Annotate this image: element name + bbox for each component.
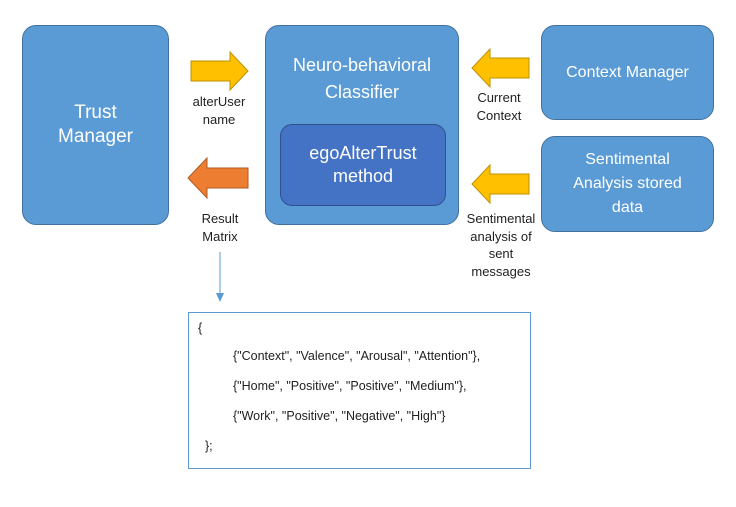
- matrix-row: {"Home", "Positive", "Positive", "Medium…: [233, 379, 467, 393]
- alter-user-arrow: [190, 50, 249, 92]
- sentimental-analysis-data-box: Sentimental Analysis stored data: [541, 136, 714, 232]
- result-matrix-arrow: [187, 156, 249, 200]
- context-manager-label: Context Manager: [566, 63, 689, 81]
- trust-manager-label: Trust Manager: [58, 102, 133, 147]
- ego-alter-trust-method-box: egoAlterTrust method: [280, 124, 446, 206]
- current-context-arrow: [471, 47, 530, 89]
- result-matrix-box: { {"Context", "Valence", "Arousal", "Att…: [188, 312, 531, 469]
- sentimental-analysis-arrow: [471, 163, 530, 205]
- context-manager-box: Context Manager: [541, 25, 714, 120]
- result-connector-arrowhead: [216, 293, 224, 302]
- matrix-close-brace: };: [205, 439, 213, 453]
- sentimental-analysis-label: Sentimental analysis of sent messages: [466, 211, 536, 279]
- method-label: egoAlterTrust method: [309, 142, 417, 186]
- trust-manager-box: Trust Manager: [22, 25, 169, 225]
- result-matrix-label: Result Matrix: [201, 211, 239, 244]
- sentimental-data-label: Sentimental Analysis stored data: [573, 151, 682, 216]
- matrix-open-brace: {: [198, 321, 203, 335]
- matrix-row: {"Context", "Valence", "Arousal", "Atten…: [233, 349, 481, 363]
- matrix-row: {"Work", "Positive", "Negative", "High"}: [233, 409, 446, 423]
- alter-user-name-label: alterUser name: [192, 94, 246, 127]
- classifier-label: Neuro-behavioral Classifier: [292, 55, 432, 102]
- current-context-label: Current Context: [476, 90, 522, 123]
